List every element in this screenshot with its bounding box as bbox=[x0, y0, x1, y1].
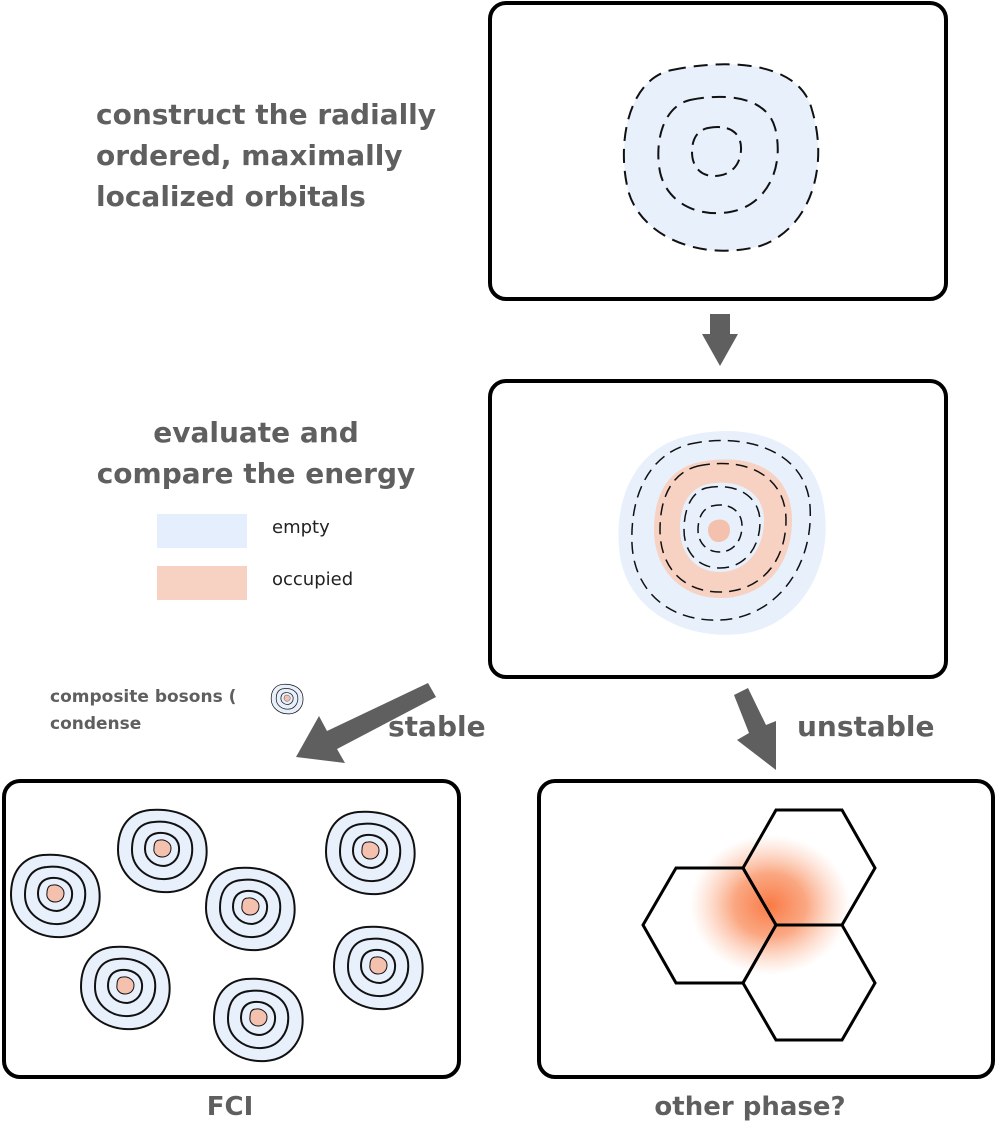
orbital-contour-middle bbox=[657, 95, 779, 215]
charge-density-blob bbox=[690, 835, 850, 975]
orbital-contour-outer bbox=[622, 63, 820, 252]
legend-empty-swatch bbox=[157, 514, 247, 548]
step-evaluate-label: evaluate and compare the energy bbox=[96, 416, 416, 490]
boson-orbital-7 bbox=[213, 977, 304, 1063]
condense-note-line2: condense bbox=[50, 714, 142, 734]
unstable-label: unstable bbox=[797, 710, 935, 743]
legend-occupied-swatch bbox=[157, 566, 247, 600]
arrow-unstable bbox=[734, 688, 776, 770]
boson-orbital-5 bbox=[80, 945, 171, 1031]
orbital-contour-inner bbox=[690, 126, 743, 178]
step-construct-label: construct the radially ordered, maximall… bbox=[96, 98, 437, 213]
arrow-down-1 bbox=[702, 314, 738, 366]
boson-orbital-6 bbox=[333, 925, 424, 1011]
composite-boson-icon bbox=[270, 683, 304, 715]
arrow-stable bbox=[296, 683, 436, 763]
boson-orbital-1 bbox=[10, 853, 101, 939]
occupied-ring bbox=[654, 459, 792, 598]
evaluate-contour-1 bbox=[631, 439, 811, 621]
evaluate-contour-2 bbox=[659, 462, 787, 593]
other-phase-caption: other phase? bbox=[654, 1092, 846, 1122]
evaluate-contour-4 bbox=[697, 504, 743, 553]
hexagon-bottom bbox=[741, 923, 877, 1042]
evaluate-contour-3 bbox=[683, 485, 761, 569]
stable-label: stable bbox=[388, 710, 486, 743]
boson-orbital-2 bbox=[117, 808, 208, 894]
evaluate-core bbox=[708, 519, 730, 542]
condense-note-line1: composite bosons ( bbox=[50, 687, 237, 707]
fci-caption: FCI bbox=[206, 1092, 254, 1122]
boson-orbital-4 bbox=[205, 866, 296, 952]
legend-empty-label: empty bbox=[272, 517, 330, 538]
legend-occupied-label: occupied bbox=[272, 569, 354, 590]
orbital-blob bbox=[623, 64, 819, 251]
boson-orbital-3 bbox=[325, 810, 416, 896]
